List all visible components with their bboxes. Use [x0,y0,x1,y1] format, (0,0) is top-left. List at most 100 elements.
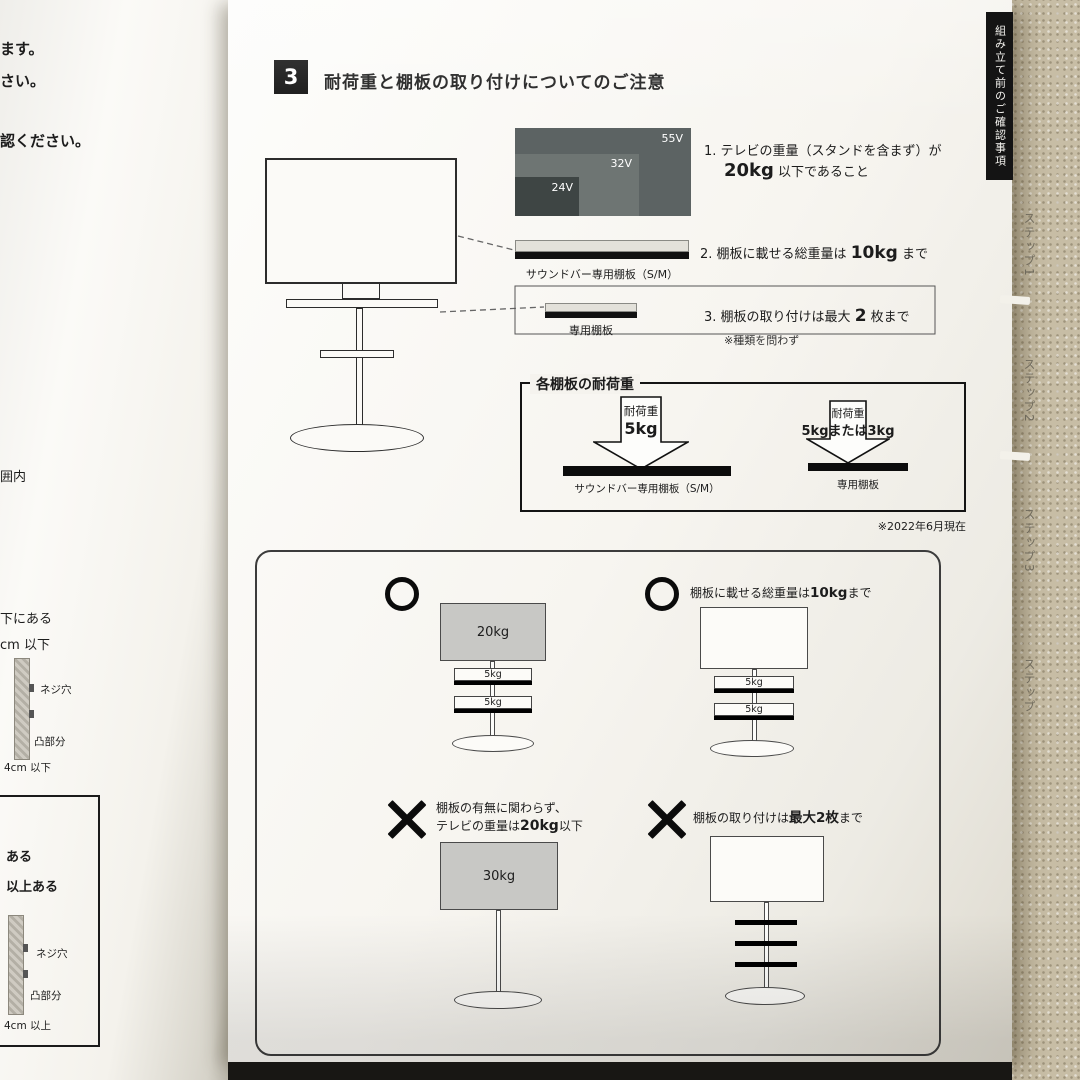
example-tl-shelf2: 5kg [454,696,532,713]
dedicated-shelf-drawing [545,303,637,312]
manual-page: 3 耐荷重と棚板の取り付けについてのご注意 55V 32V 24V 1. テレビ… [228,0,1012,1062]
note-2-pre: 2. 棚板に載せる総重量は [700,247,847,262]
step-tab-2: ステップ2 [1022,358,1036,424]
tv-stand-drawing-top-shelf [286,299,438,308]
shelf-bar-dedicated-label: 専用棚板 [837,479,879,491]
ok-circle-icon [385,577,419,611]
load-capacity-box [520,382,966,512]
note-3-subnote: ※種類を問わず [724,334,800,347]
shelf-weight-label: 5kg [454,668,532,681]
shelf-weight-label: 5kg [714,676,794,689]
arrow1-value: 5kg [624,419,658,438]
left-text-fragment: 下にある [0,612,53,627]
note-1-rest: 以下であること [778,165,869,180]
screw-hole-mark [29,684,34,692]
shelf-weight-label: 5kg [454,696,532,709]
shelf-bar-soundbar [563,466,731,476]
load-capacity-box-title: 各棚板の耐荷重 [530,374,640,394]
tv-stand-drawing-base [290,424,424,452]
soundbar-shelf-label: サウンドバー専用棚板（S/M） [525,268,679,281]
step-tab-4: ステップ [1022,658,1036,714]
left-page-box [0,795,100,1047]
example-bl-base [454,991,542,1009]
shelf-bar [454,681,532,685]
shelf-bar [454,709,532,713]
ng-cross-icon [645,797,689,841]
connector-lines [439,235,936,335]
shelf-weight-label: 5kg [714,703,794,716]
note-1-line2: 20kg 以下であること [724,160,869,181]
caption-bold: 20kg [520,818,559,834]
dedicated-shelf-label: 専用棚板 [569,324,613,337]
note-2-post: まで [901,247,928,262]
example-br-base [725,987,805,1005]
dedicated-shelf-bar [545,312,637,318]
screw-hole-mark [23,944,28,952]
example-tr-tv [700,607,808,669]
example-bl-pole [496,910,501,996]
note-1-weight: 20kg [724,160,774,181]
note-1-line1: 1. テレビの重量（スタンドを含まず）が [704,144,942,159]
arrow1-label: 耐荷重 [623,404,659,418]
tv-stand-drawing-mount [342,284,380,299]
screw-hole-mark [29,710,34,718]
left-text-fragment: 認ください。 [0,132,91,150]
soundbar-shelf-drawing [515,240,689,252]
left-text-fragment: ます。 [0,40,44,58]
chapter-tab: 組み立て前のご確認事項 [986,12,1013,180]
note-3-pre: 3. 棚板の取り付けは最大 [704,310,851,325]
arrow2-label: 耐荷重 [831,407,865,420]
step-tab-1: ステップ1 [1022,212,1036,278]
section-number-badge: 3 [274,60,308,94]
down-arrow-icon [593,396,689,470]
example-tl-shelf1: 5kg [454,668,532,685]
shelf-bar-dedicated [808,463,908,471]
ok-circle-icon [645,577,679,611]
caption-pre: 棚板に載せる総重量は [690,586,811,600]
tv-size-rect-24: 24V [515,177,579,216]
tv-size-label-55: 55V [661,132,683,145]
left-box-text: 以上ある [6,880,59,895]
soundbar-shelf-bar [515,252,689,259]
tab-label: 凸部分 [30,990,62,1002]
example-br-caption: 棚板の取り付けは最大2枚まで [693,806,863,826]
note-3-post: 枚まで [870,310,910,325]
tv-size-label-32: 32V [610,157,632,170]
ng-cross-icon [385,797,429,841]
note-3: 3. 棚板の取り付けは最大 2 枚まで [704,306,910,326]
arrow2-value: 5kgまたは3kg [801,424,895,439]
left-text-fragment: cm 以下 [0,638,50,653]
caption-bold: 最大2枚 [789,810,839,826]
down-arrow-icon [806,400,890,464]
caption-post: まで [838,811,863,825]
note-3-count: 2 [854,306,867,326]
left-text-fragment: 囲内 [0,470,27,485]
example-tr-shelf1: 5kg [714,676,794,693]
caption-post: まで [847,586,872,600]
shelf-bar [714,689,794,693]
section-title: 耐荷重と棚板の取り付けについてのご注意 [324,73,666,93]
caption-pre: 棚板の取り付けは [693,811,790,825]
caption-pre: テレビの重量は [436,819,521,833]
example-br-shelfbar [735,941,797,946]
step-tab-3: ステップ3 [1022,508,1036,574]
load-box-footnote: ※2022年6月現在 [877,520,966,533]
screw-hole-label: ネジ穴 [36,948,68,960]
example-br-tv [710,836,824,902]
tv-size-label-24: 24V [551,181,573,194]
examples-box [255,550,941,1056]
example-br-shelfbar [735,920,797,925]
example-tr-shelf2: 5kg [714,703,794,720]
size-label: 4cm 以下 [4,762,52,774]
shelf-bar [714,716,794,720]
example-tl-base [452,735,534,752]
note-2-weight: 10kg [850,243,898,263]
wall-section-diagram [8,915,24,1015]
example-bl-caption2: テレビの重量は20kg以下 [436,817,583,834]
screw-hole-mark [23,970,28,978]
screw-hole-label: ネジ穴 [40,684,72,696]
tv-stand-drawing-shelf [320,350,394,358]
caption-post: 以下 [558,819,583,833]
photo-bottom-shadow [228,1062,1012,1080]
